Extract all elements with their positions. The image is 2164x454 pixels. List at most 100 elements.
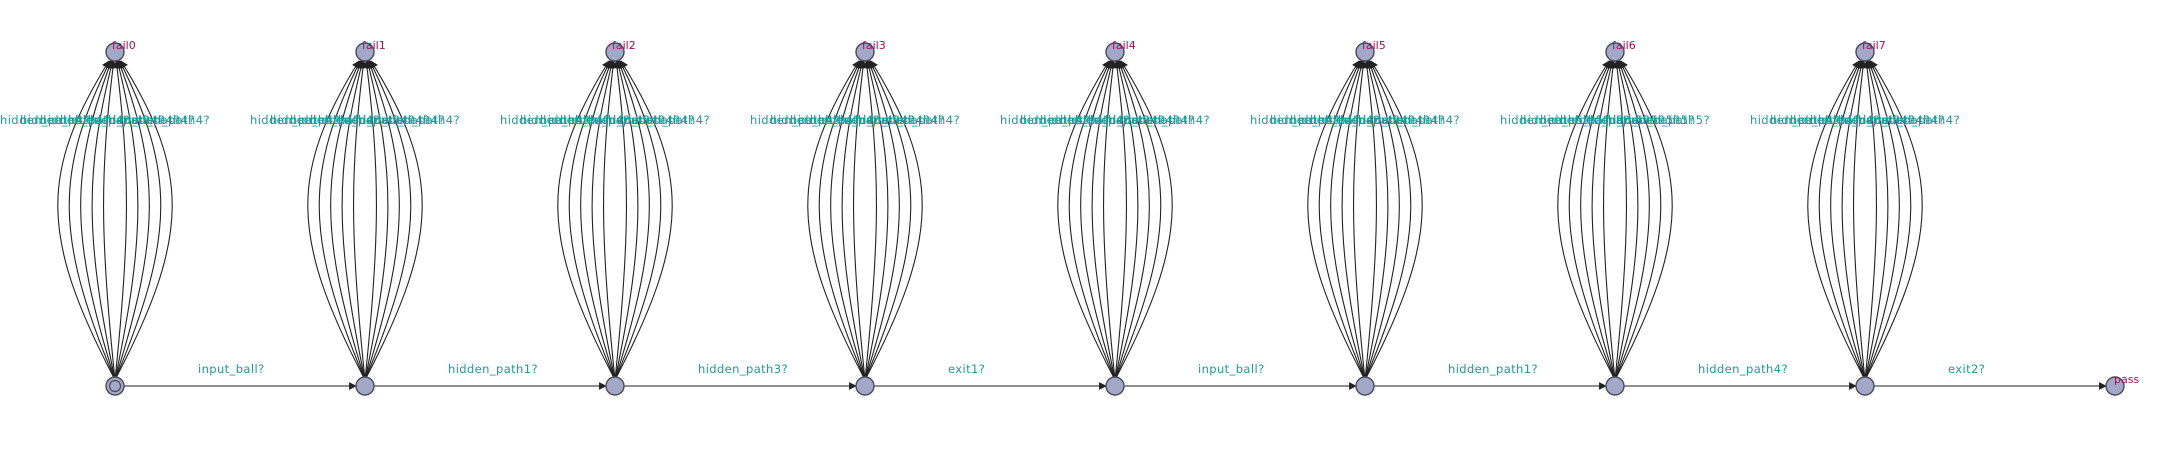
- fail-edge-4-7: [1115, 60, 1150, 378]
- fail-edge-3-7: [865, 60, 900, 378]
- fail-sync-label-2-2: hidden_path4?: [540, 113, 630, 127]
- fail-sync-label-5-4: hidden_path4?: [1325, 113, 1415, 127]
- location-fail5[interactable]: [1355, 42, 1375, 62]
- fail-edge-2-0: [557, 60, 614, 378]
- location-fail6[interactable]: [1605, 42, 1625, 62]
- fail-sync-label-5-5: hidden_path4?: [1340, 113, 1430, 127]
- fail-edge-4-0: [1057, 60, 1114, 378]
- fail-sync-label-4-2: hidden_path4?: [1040, 113, 1130, 127]
- chain-location-4[interactable]: [1105, 376, 1125, 396]
- fail-sync-label-1-4: hidden_path4?: [325, 113, 415, 127]
- fail-edge-3-3: [841, 60, 865, 378]
- fail-edge-3-2: [830, 60, 865, 378]
- fail-sync-label-2-5: hidden_path4?: [590, 113, 680, 127]
- fail-edge-5-1: [1318, 60, 1365, 378]
- fail-sync-label-4-3: hidden_path4?: [1060, 113, 1150, 127]
- chain-location-5[interactable]: [1355, 376, 1375, 396]
- fail-edge-6-8: [1615, 60, 1662, 378]
- fail-edge-7-0: [1807, 60, 1864, 378]
- fail-edge-5-9: [1366, 60, 1423, 378]
- location-fail2[interactable]: [605, 42, 625, 62]
- fail-edge-3-8: [865, 60, 912, 378]
- fail-sync-label-6-7: hidden_path5?: [1620, 113, 1710, 127]
- fail-edge-0-6: [115, 60, 139, 378]
- fail-sync-label-7-3: hidden_path4?: [1810, 113, 1900, 127]
- fail-edge-1-3: [341, 60, 365, 378]
- fail-edge-5-0: [1307, 60, 1364, 378]
- main-sync-label-0: input_ball?: [198, 362, 265, 376]
- fail-edge-7-4: [1853, 60, 1867, 378]
- fail-edge-0-7: [115, 60, 150, 378]
- fail-edge-2-8: [615, 60, 662, 378]
- fail-sync-label-3-1: hidden_path4?: [770, 113, 860, 127]
- fail-sync-label-0-0: hidden_path4?: [0, 113, 90, 127]
- fail-edge-3-1: [818, 60, 865, 378]
- fail-sync-label-3-6: hidden_path4?: [855, 113, 945, 127]
- fail-sync-label-0-6: hidden_path4?: [105, 113, 195, 127]
- location-fail4[interactable]: [1105, 42, 1125, 62]
- chain-location-2[interactable]: [605, 376, 625, 396]
- fail-edge-4-4: [1103, 60, 1117, 378]
- location-name-pass: pass: [2114, 373, 2139, 386]
- fail-edge-0-5: [113, 60, 127, 378]
- fail-edge-6-7: [1615, 60, 1650, 378]
- fail-edge-5-5: [1363, 60, 1377, 378]
- fail-edge-5-6: [1365, 60, 1389, 378]
- location-fail0[interactable]: [105, 42, 125, 62]
- location-name-fail6: fail6: [1612, 39, 1636, 52]
- initial-location[interactable]: [105, 376, 125, 396]
- fail-sync-label-4-0: hidden_path4?: [1000, 113, 1090, 127]
- fail-edge-1-8: [365, 60, 412, 378]
- fail-sync-label-5-6: hidden_path4?: [1355, 113, 1445, 127]
- fail-sync-label-0-1: hidden_path4?: [20, 113, 110, 127]
- fail-sync-label-1-2: hidden_path4?: [290, 113, 380, 127]
- location-name-fail5: fail5: [1362, 39, 1386, 52]
- chain-location-3[interactable]: [855, 376, 875, 396]
- fail-sync-label-3-7: hidden_path4?: [870, 113, 960, 127]
- fail-sync-label-6-3: hidden_path5?: [1560, 113, 1650, 127]
- fail-edge-1-7: [365, 60, 400, 378]
- location-fail7[interactable]: [1855, 42, 1875, 62]
- fail-edge-5-2: [1330, 60, 1365, 378]
- fail-sync-label-7-5: hidden_path4?: [1840, 113, 1930, 127]
- location-fail3[interactable]: [855, 42, 875, 62]
- initial-location-ring: [108, 379, 122, 393]
- fail-edge-7-6: [1865, 60, 1889, 378]
- fail-edge-1-9: [366, 60, 423, 378]
- main-sync-label-2: hidden_path3?: [698, 362, 788, 376]
- fail-sync-label-7-1: hidden_path4?: [1770, 113, 1860, 127]
- edge-layer: [57, 60, 2107, 390]
- fail-sync-label-1-3: hidden_path4?: [310, 113, 400, 127]
- fail-edge-1-6: [365, 60, 389, 378]
- fail-sync-label-1-5: hidden_path4?: [340, 113, 430, 127]
- fail-edge-2-9: [616, 60, 673, 378]
- fail-edge-0-3: [91, 60, 115, 378]
- chain-location-1[interactable]: [355, 376, 375, 396]
- fail-edge-0-4: [103, 60, 117, 378]
- fail-edge-5-4: [1353, 60, 1367, 378]
- fail-edge-5-8: [1365, 60, 1412, 378]
- fail-edge-7-1: [1818, 60, 1865, 378]
- fail-edge-5-7: [1365, 60, 1400, 378]
- fail-sync-label-4-7: hidden_path4?: [1120, 113, 1210, 127]
- fail-sync-label-2-3: hidden_path4?: [560, 113, 650, 127]
- fail-sync-label-2-0: hidden_path4?: [500, 113, 590, 127]
- chain-location-6[interactable]: [1605, 376, 1625, 396]
- fail-sync-label-7-6: hidden_path4?: [1855, 113, 1945, 127]
- location-pass[interactable]: [2105, 376, 2125, 396]
- fail-sync-label-6-1: hidden_path5?: [1520, 113, 1610, 127]
- fail-sync-label-3-5: hidden_path4?: [840, 113, 930, 127]
- fail-sync-label-0-7: hidden_path4?: [120, 113, 210, 127]
- fail-sync-label-0-4: hidden_path4?: [75, 113, 165, 127]
- main-sync-label-4: input_ball?: [1198, 362, 1265, 376]
- fail-edge-2-1: [568, 60, 615, 378]
- location-fail1[interactable]: [355, 42, 375, 62]
- main-sync-label-6: hidden_path4?: [1698, 362, 1788, 376]
- fail-sync-label-3-4: hidden_path4?: [825, 113, 915, 127]
- location-name-fail2: fail2: [612, 39, 636, 52]
- location-name-fail7: fail7: [1862, 39, 1886, 52]
- chain-location-7[interactable]: [1855, 376, 1875, 396]
- fail-sync-label-2-6: hidden_path4?: [605, 113, 695, 127]
- fail-edge-6-0: [1557, 60, 1614, 378]
